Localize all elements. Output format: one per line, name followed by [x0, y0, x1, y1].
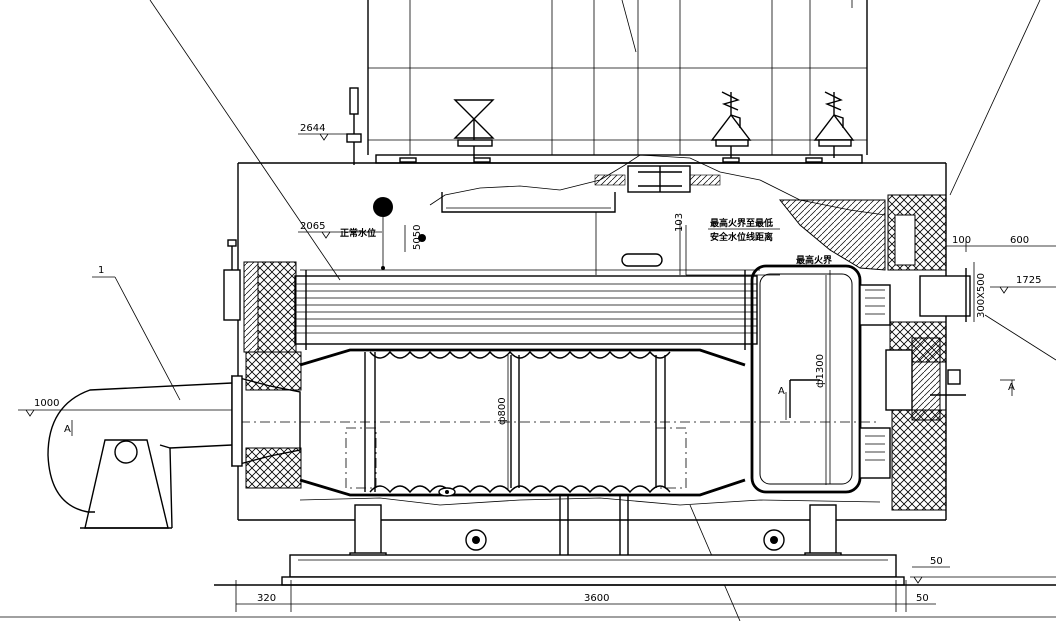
part-number-label: 1: [98, 265, 104, 276]
dim-5050-label: 5050: [412, 225, 423, 250]
dim-100-label: 100: [952, 235, 971, 246]
section-a-mid-label: A: [778, 386, 785, 397]
dim-50-right-label: 50: [930, 556, 943, 567]
burner-refractory: [231, 351, 302, 489]
min-safe-line1-label: 最高火界至最低: [710, 217, 773, 229]
level-2644-label: 2644: [300, 123, 325, 134]
max-fire-boundary-label: 最高火界: [796, 254, 832, 266]
pressure-gauge-icon: [346, 87, 362, 165]
top-flange-bar: [375, 154, 863, 164]
safety-valve-icon: [805, 91, 855, 163]
section-a-right-label: A: [1008, 382, 1015, 393]
blower-fan-icon: [47, 382, 233, 529]
level-1000-label: 1000: [34, 398, 59, 409]
front-wall: [223, 239, 297, 353]
gate-valve-icon: [399, 99, 495, 163]
safety-valve-icon: [710, 91, 752, 163]
level-float-ball: [373, 197, 393, 217]
level-2065-label: 2065: [300, 221, 325, 232]
corrugated-furnace: [240, 348, 760, 497]
steam-frame: [367, 0, 868, 155]
dim-103-label: 103: [674, 213, 685, 232]
smoke-tube-bundle: [294, 253, 760, 350]
dim-3600-label: 3600: [584, 593, 609, 604]
level-1725-label: 1725: [1016, 275, 1041, 286]
section-a-left-label: A: [64, 424, 71, 435]
rear-wall: [859, 268, 971, 511]
normal-water-level-label: 正常水位: [340, 227, 376, 239]
annotations: 1 2644 2065 正常水位 5050 103 最高火界至最低 安全水位线距…: [0, 123, 1056, 618]
support-base: [214, 487, 1056, 586]
phi-800-label: ф800: [497, 397, 508, 425]
dim-600-label: 600: [1010, 235, 1029, 246]
phi-1300-label: ф1300: [815, 354, 826, 388]
rear-insulation-upper: [778, 194, 947, 271]
flue-size-label: 300X500: [976, 273, 987, 318]
dim-320-label: 320: [257, 593, 276, 604]
steam-separator: [441, 192, 681, 275]
dim-50-bottom-label: 50: [916, 593, 929, 604]
min-safe-line2-label: 安全水位线距离: [710, 231, 773, 243]
